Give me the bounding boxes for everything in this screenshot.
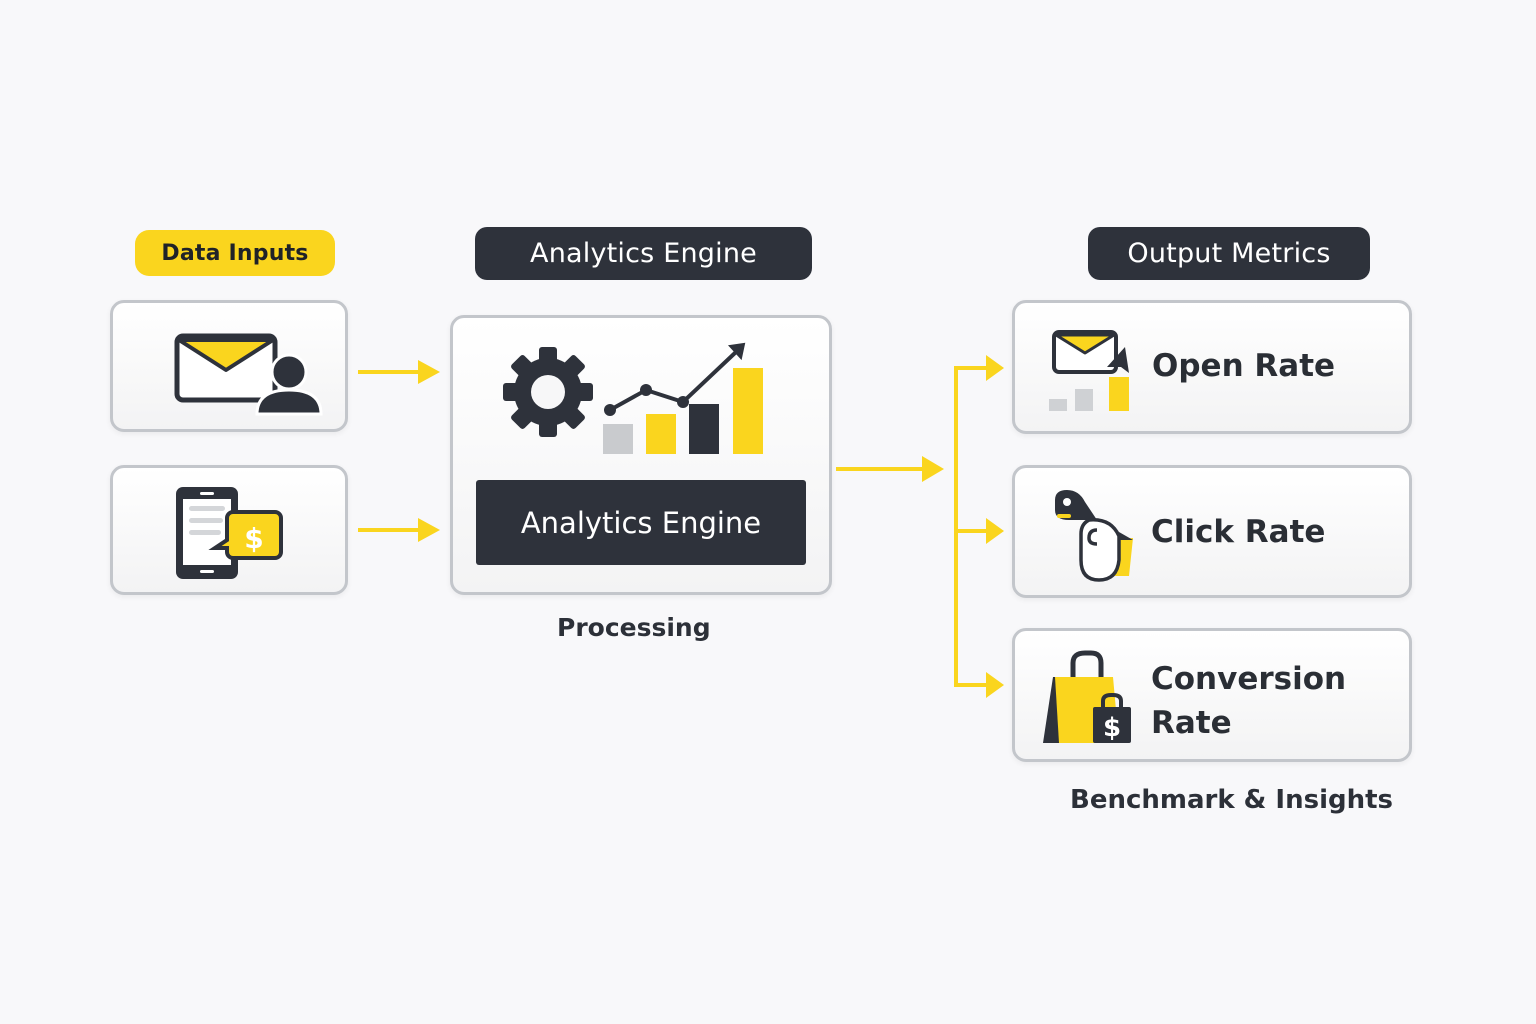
mouse-click-icon — [1055, 490, 1133, 582]
arrow-mobile-to-engine — [358, 518, 440, 542]
output-card-open-rate[interactable]: Open Rate — [1012, 300, 1412, 434]
open-rate-label: Open Rate — [1152, 348, 1336, 384]
output-card-conversion-rate[interactable]: $ Conversion Rate — [1012, 628, 1412, 762]
email-user-icon — [174, 333, 323, 416]
chart-bar-3 — [689, 404, 719, 454]
chart-bar-4 — [733, 368, 763, 454]
click-rate-label: Click Rate — [1151, 514, 1326, 550]
analytics-engine-header: Analytics Engine — [475, 227, 812, 280]
svg-text:$: $ — [244, 522, 263, 555]
branch-connector — [836, 355, 1004, 698]
output-metrics-header: Output Metrics — [1088, 227, 1370, 280]
input-card-mobile-payment[interactable]: $ — [110, 465, 348, 595]
svg-text:$: $ — [1103, 713, 1121, 743]
arrow-email-to-engine — [358, 360, 440, 384]
chart-bar-1 — [603, 424, 633, 454]
benchmark-insights-caption: Benchmark & Insights — [1070, 785, 1394, 815]
gear-icon — [503, 347, 593, 437]
growth-chart-icon — [603, 342, 763, 454]
conversion-rate-label: Conversion Rate — [1151, 657, 1346, 745]
mobile-payment-icon: $ — [176, 487, 283, 579]
data-inputs-header: Data Inputs — [135, 230, 335, 276]
conversion-rate-label-line1: Conversion — [1151, 661, 1347, 697]
output-card-click-rate[interactable]: Click Rate — [1012, 465, 1412, 598]
chart-bar-2 — [646, 414, 676, 454]
email-open-chart-icon — [1049, 330, 1129, 411]
processing-caption: Processing — [557, 613, 711, 642]
shopping-bag-dollar-icon: $ — [1043, 650, 1131, 743]
analytics-engine-label: Analytics Engine — [476, 480, 806, 565]
conversion-rate-label-line2: Rate — [1151, 705, 1232, 741]
input-card-email-user[interactable] — [110, 300, 348, 432]
